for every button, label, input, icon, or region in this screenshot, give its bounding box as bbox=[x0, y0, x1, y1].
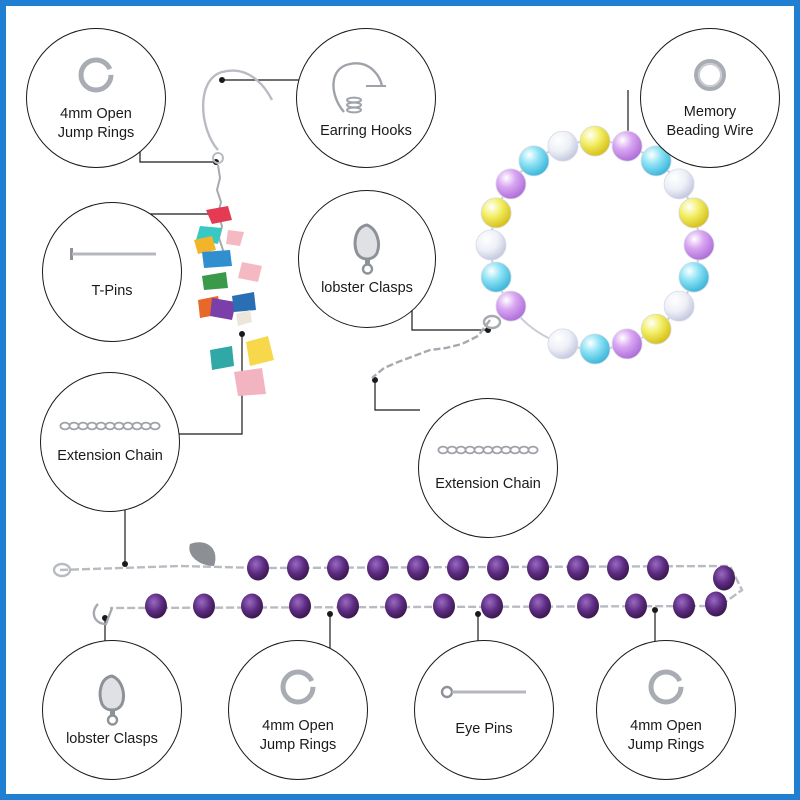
purple-crystal-bead bbox=[705, 591, 727, 617]
callout-label: 4mm Open Jump Rings bbox=[259, 718, 337, 753]
open-jump-ring-icon bbox=[78, 57, 114, 93]
purple-crystal-bead bbox=[193, 593, 215, 619]
purple-crystal-bead bbox=[337, 593, 359, 619]
ab-bead bbox=[611, 328, 643, 360]
lobster-clasp-icon bbox=[353, 222, 381, 275]
callout-jump-rings-bottom-a: 4mm Open Jump Rings bbox=[228, 640, 368, 780]
purple-crystal-bead bbox=[433, 593, 455, 619]
callout-label: Memory Beading Wire bbox=[666, 104, 754, 139]
purple-crystal-bead bbox=[385, 593, 407, 619]
purple-crystal-bead bbox=[145, 593, 167, 619]
eye-pin-icon bbox=[440, 685, 526, 698]
callout-label: Extension Chain bbox=[435, 475, 541, 492]
purple-crystal-bead bbox=[327, 555, 349, 581]
callout-extension-chain-right: Extension Chain bbox=[418, 398, 558, 538]
purple-crystal-bracelet bbox=[52, 542, 744, 626]
callout-memory-wire: Memory Beading Wire bbox=[640, 28, 780, 168]
t-pin-icon bbox=[70, 247, 156, 260]
callout-eye-pins: Eye Pins bbox=[414, 640, 554, 780]
purple-crystal-bead bbox=[481, 593, 503, 619]
ab-bead bbox=[663, 290, 695, 322]
extension-chain-icon bbox=[437, 445, 539, 454]
purple-crystal-bead bbox=[529, 593, 551, 619]
earring-hook-icon bbox=[332, 61, 386, 113]
purple-crystal-bead bbox=[487, 555, 509, 581]
lobster-clasp-icon bbox=[98, 673, 126, 726]
callout-label: Earring Hooks bbox=[320, 122, 412, 139]
callout-label: lobster Clasps bbox=[321, 279, 413, 296]
ab-bead bbox=[547, 130, 579, 162]
purple-crystal-bead bbox=[673, 593, 695, 619]
callout-t-pins: T-Pins bbox=[42, 202, 182, 342]
callout-jump-rings-bottom-b: 4mm Open Jump Rings bbox=[596, 640, 736, 780]
ab-bead bbox=[579, 125, 611, 157]
purple-crystal-bead bbox=[527, 555, 549, 581]
callout-label: Eye Pins bbox=[455, 720, 513, 737]
callout-label: T-Pins bbox=[91, 282, 133, 299]
memory-wire-coil-icon bbox=[694, 59, 726, 91]
ab-bead bbox=[678, 261, 710, 293]
open-jump-ring-icon bbox=[648, 669, 684, 705]
callout-label: 4mm Open Jump Rings bbox=[57, 106, 135, 141]
connector-lines bbox=[104, 79, 656, 662]
callout-lobster-clasps-bottom: lobster Clasps bbox=[42, 640, 182, 780]
ab-bead bbox=[640, 145, 672, 177]
callout-label: lobster Clasps bbox=[66, 730, 158, 747]
callout-jump-rings-top: 4mm Open Jump Rings bbox=[26, 28, 166, 168]
callout-label: Extension Chain bbox=[57, 447, 163, 464]
purple-crystal-bead bbox=[289, 593, 311, 619]
ab-bead bbox=[663, 168, 695, 200]
purple-crystal-bead bbox=[647, 555, 669, 581]
purple-crystal-bead bbox=[567, 555, 589, 581]
ab-bead bbox=[495, 168, 527, 200]
purple-crystal-bead bbox=[713, 565, 735, 591]
callout-extension-chain-left: Extension Chain bbox=[40, 372, 180, 512]
ab-bead bbox=[480, 197, 512, 229]
ab-bead bbox=[475, 229, 507, 261]
ab-bead bbox=[480, 261, 512, 293]
ab-bead bbox=[678, 197, 710, 229]
purple-crystal-bead bbox=[625, 593, 647, 619]
purple-crystal-bead bbox=[247, 555, 269, 581]
purple-crystal-bead bbox=[447, 555, 469, 581]
purple-crystal-bead bbox=[287, 555, 309, 581]
open-jump-ring-icon bbox=[280, 669, 316, 705]
purple-crystal-bead bbox=[407, 555, 429, 581]
ab-bead bbox=[611, 130, 643, 162]
extension-chain-icon bbox=[59, 421, 161, 430]
ab-bead bbox=[579, 333, 611, 365]
ab-bead bbox=[518, 145, 550, 177]
ab-bead-bracelet bbox=[371, 125, 715, 379]
callout-earring-hooks: Earring Hooks bbox=[296, 28, 436, 168]
callout-lobster-clasps-top: lobster Clasps bbox=[298, 190, 436, 328]
ab-bead bbox=[495, 290, 527, 322]
ab-bead bbox=[547, 328, 579, 360]
ab-bead bbox=[640, 313, 672, 345]
callout-label: 4mm Open Jump Rings bbox=[627, 718, 705, 753]
purple-crystal-bead bbox=[577, 593, 599, 619]
purple-crystal-bead bbox=[607, 555, 629, 581]
purple-crystal-bead bbox=[241, 593, 263, 619]
chip-bead-earring bbox=[194, 69, 274, 396]
purple-crystal-bead bbox=[367, 555, 389, 581]
ab-bead bbox=[683, 229, 715, 261]
